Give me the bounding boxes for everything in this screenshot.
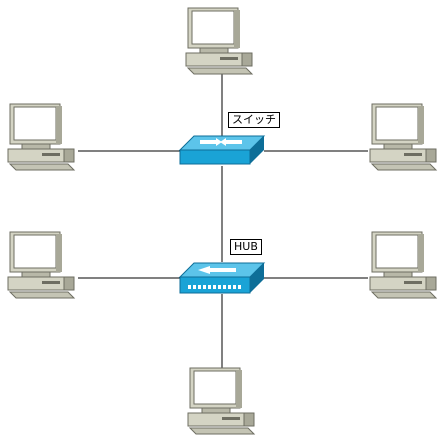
- switch-label: スイッチ: [228, 112, 280, 128]
- hub-label: HUB: [230, 239, 262, 255]
- hub-icon: [179, 262, 265, 294]
- pc-icon: [7, 231, 75, 299]
- switch-icon: [179, 135, 265, 165]
- pc-icon: [369, 231, 437, 299]
- pc-icon: [369, 103, 437, 171]
- pc-icon: [185, 7, 253, 75]
- pc-icon: [187, 367, 255, 435]
- connection-lines: [78, 70, 368, 370]
- pc-icon: [7, 103, 75, 171]
